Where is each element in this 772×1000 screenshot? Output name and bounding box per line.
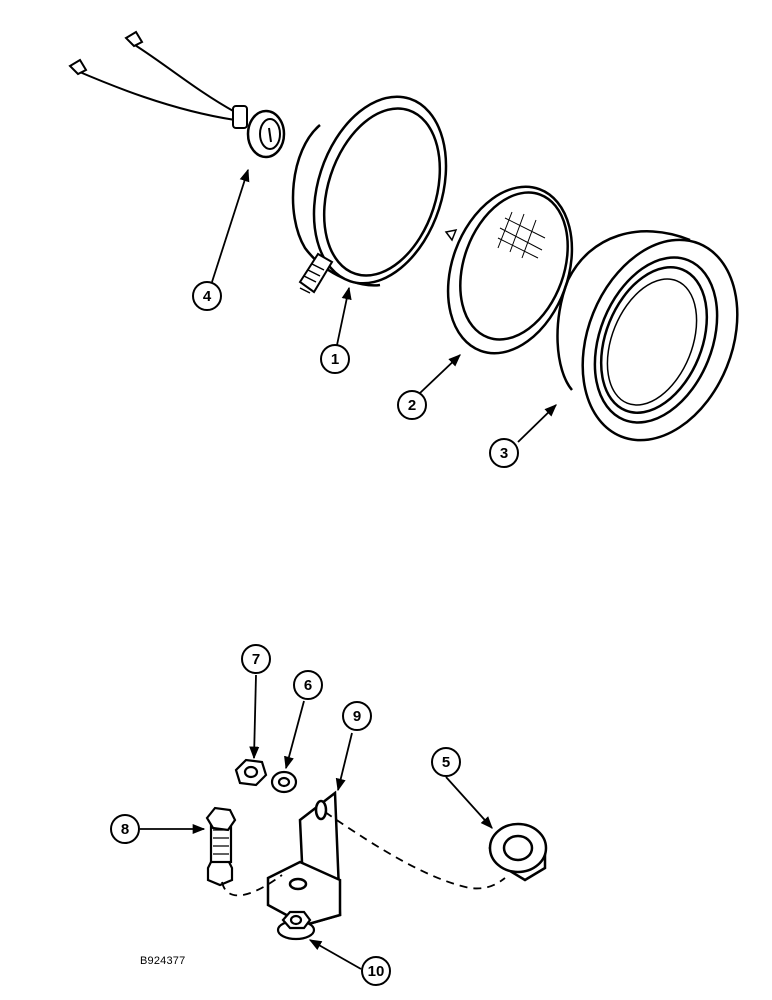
mounting-bracket (266, 790, 342, 927)
svg-text:7: 7 (252, 651, 260, 668)
svg-text:8: 8 (121, 821, 129, 838)
svg-text:9: 9 (353, 708, 361, 725)
hex-nut (234, 758, 268, 787)
leader-lines (140, 168, 557, 970)
hex-bolt (205, 806, 237, 887)
headlamp-housing (291, 95, 448, 294)
sealed-beam-lens (444, 185, 574, 355)
flange-nut (276, 910, 316, 941)
svg-text:3: 3 (500, 445, 508, 462)
callout-4: 4 (192, 281, 222, 311)
figure-reference-code: B924377 (140, 955, 186, 967)
svg-text:1: 1 (331, 351, 339, 368)
rubber-mounting-ring (556, 230, 739, 442)
callout-3: 3 (489, 438, 519, 468)
assembly-lines (221, 811, 506, 897)
callout-2: 2 (397, 390, 427, 420)
callout-9: 9 (342, 701, 372, 731)
lock-washer (270, 770, 298, 794)
svg-text:5: 5 (442, 754, 450, 771)
svg-text:4: 4 (203, 288, 212, 305)
callout-8: 8 (110, 814, 140, 844)
callout-6: 6 (293, 670, 323, 700)
svg-text:6: 6 (304, 677, 312, 694)
callout-5: 5 (431, 747, 461, 777)
svg-text:2: 2 (408, 397, 416, 414)
callout-10: 10 (361, 956, 391, 986)
svg-text:10: 10 (368, 963, 385, 980)
callout-7: 7 (241, 644, 271, 674)
spacer-bushing (488, 822, 548, 882)
wiring-harness-socket (68, 30, 286, 159)
callout-1: 1 (320, 344, 350, 374)
